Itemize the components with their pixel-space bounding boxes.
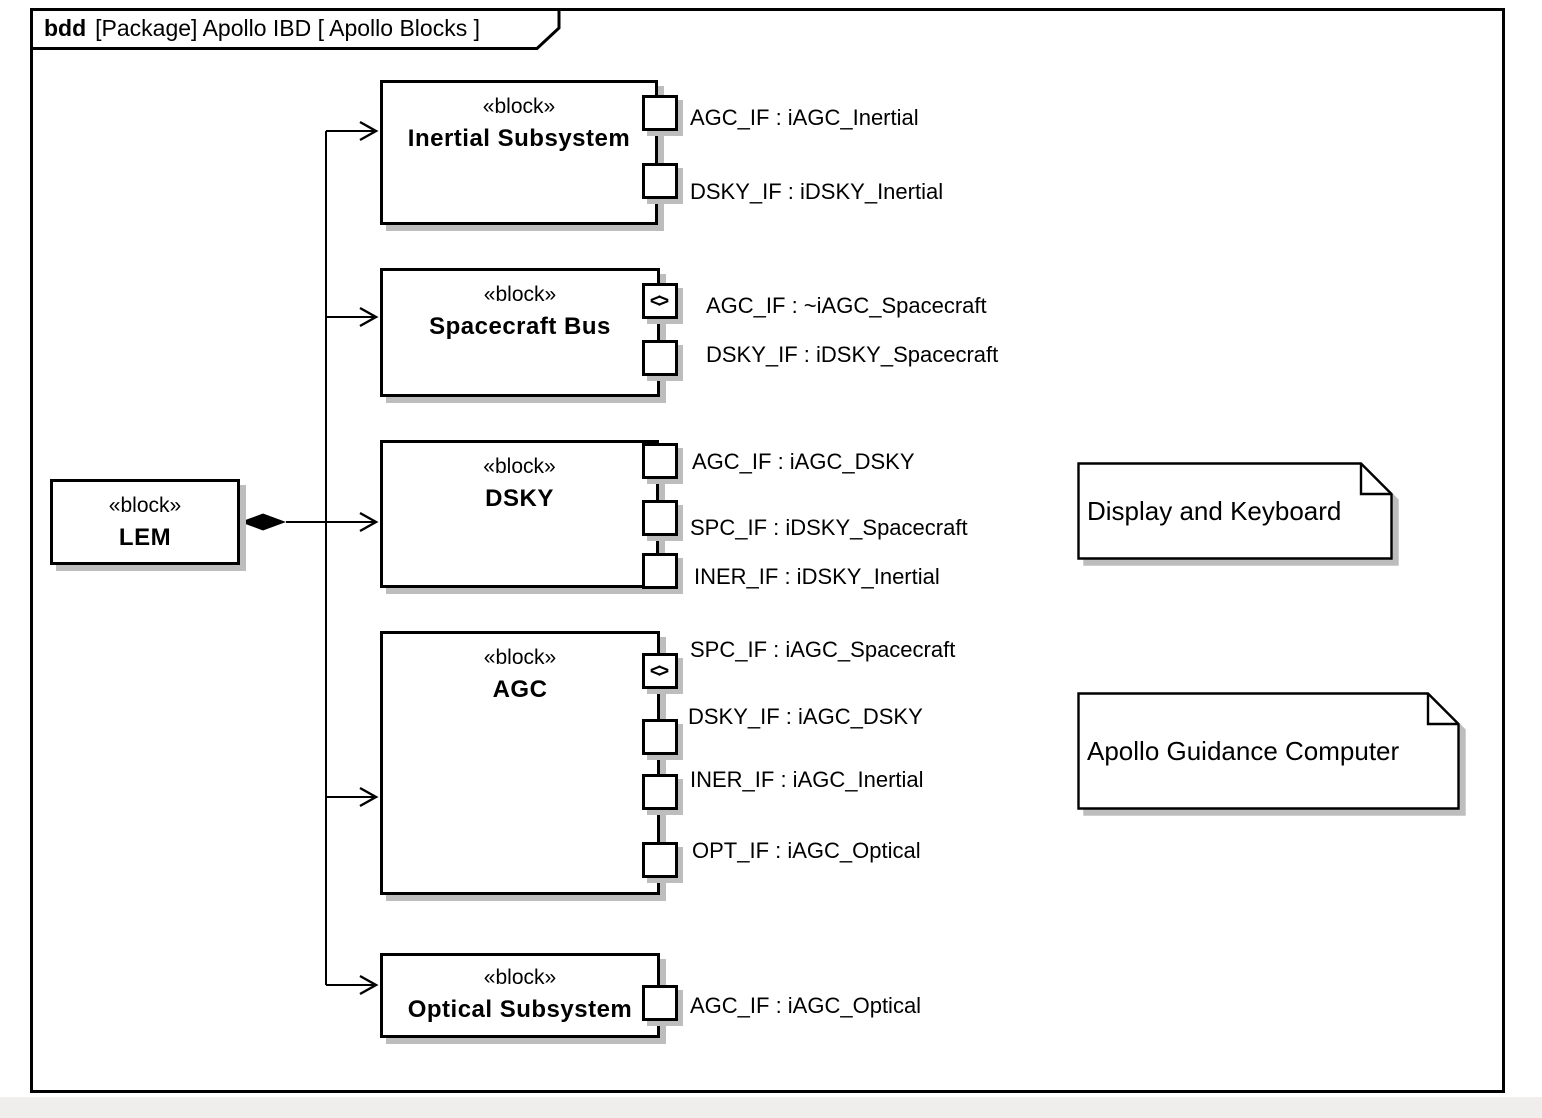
block-dsky[interactable]: «block» DSKY (380, 440, 659, 588)
arrowhead-icon (359, 974, 379, 996)
port-label: DSKY_IF : iDSKY_Inertial (690, 179, 944, 204)
port-spacecraft-dsky-if[interactable] (642, 340, 678, 376)
port-label: SPC_IF : iDSKY_Spacecraft (690, 515, 968, 540)
port-label: DSKY_IF : iAGC_DSKY (688, 704, 923, 729)
port-optical-agc-if[interactable] (642, 985, 678, 1021)
port-label: SPC_IF : iAGC_Spacecraft (690, 637, 956, 662)
block-stereotype: «block» (483, 283, 557, 306)
frame-title-label: [Package] Apollo IBD [ Apollo Blocks ] (95, 14, 480, 41)
block-stereotype: «block» (483, 455, 556, 478)
frame-title-tab-shape (30, 8, 561, 50)
port-spacecraft-agc-if[interactable]: <> (642, 283, 678, 319)
port-label: AGC_IF : iAGC_DSKY (692, 449, 915, 474)
arrowhead-icon (359, 120, 379, 142)
block-inertial-subsystem[interactable]: «block» Inertial Subsystem (380, 80, 658, 225)
frame-title-keyword: bdd (44, 14, 87, 41)
composition-diamond-icon (240, 513, 286, 531)
frame-title: bdd [Package] Apollo IBD [ Apollo Blocks… (44, 8, 480, 48)
port-label: AGC_IF : iAGC_Optical (690, 993, 922, 1018)
port-agc-opt-if[interactable] (642, 842, 678, 878)
port-agc-dsky-if[interactable] (642, 719, 678, 755)
note-shape (1077, 462, 1393, 560)
note-fold-icon (1426, 693, 1459, 726)
block-spacecraft-bus[interactable]: «block» Spacecraft Bus (380, 268, 660, 397)
block-stereotype: «block» (108, 494, 182, 517)
page-bottom-strip (0, 1097, 1542, 1118)
block-agc[interactable]: «block» AGC (380, 631, 660, 895)
note-apollo-guidance-computer[interactable]: Apollo Guidance Computer (1077, 692, 1460, 810)
composition-connector[interactable] (240, 120, 379, 996)
port-inertial-dsky-if[interactable] (642, 163, 678, 199)
port-inertial-agc-if[interactable] (642, 95, 678, 131)
port-dsky-spc-if[interactable] (642, 500, 678, 536)
block-stereotype: «block» (482, 95, 556, 118)
block-name: AGC (492, 676, 548, 703)
port-agc-spc-if[interactable]: <> (642, 653, 678, 689)
port-label: INER_IF : iDSKY_Inertial (694, 564, 940, 589)
note-shape (1077, 692, 1460, 810)
arrowhead-icon (359, 786, 379, 808)
block-stereotype: «block» (483, 966, 557, 989)
frame-title-tab: bdd [Package] Apollo IBD [ Apollo Blocks… (30, 8, 564, 52)
block-name: Inertial Subsystem (407, 125, 631, 152)
block-optical-subsystem[interactable]: «block» Optical Subsystem (380, 953, 660, 1038)
block-name: Spacecraft Bus (429, 313, 611, 340)
arrowhead-icon (359, 511, 379, 533)
block-name: DSKY (485, 485, 554, 512)
block-stereotype: «block» (483, 646, 557, 669)
port-label: OPT_IF : iAGC_Optical (692, 838, 921, 863)
port-dsky-agc-if[interactable] (642, 443, 678, 479)
note-fold-icon (1359, 463, 1392, 496)
bidirectional-flow-icon: <> (649, 660, 669, 682)
port-label: DSKY_IF : iDSKY_Spacecraft (706, 342, 999, 367)
arrowhead-icon (359, 306, 379, 328)
note-text: Apollo Guidance Computer (1087, 735, 1400, 766)
note-text: Display and Keyboard (1087, 495, 1342, 526)
block-name: Optical Subsystem (407, 996, 633, 1023)
block-name: LEM (118, 524, 172, 551)
port-dsky-iner-if[interactable] (642, 553, 678, 589)
port-label: INER_IF : iAGC_Inertial (690, 767, 924, 792)
port-label: AGC_IF : iAGC_Inertial (690, 105, 919, 130)
bidirectional-flow-icon: <> (649, 290, 669, 312)
port-agc-iner-if[interactable] (642, 774, 678, 810)
note-display-and-keyboard[interactable]: Display and Keyboard (1077, 462, 1393, 560)
port-label: AGC_IF : ~iAGC_Spacecraft (706, 293, 987, 318)
block-lem[interactable]: «block» LEM (50, 479, 240, 565)
